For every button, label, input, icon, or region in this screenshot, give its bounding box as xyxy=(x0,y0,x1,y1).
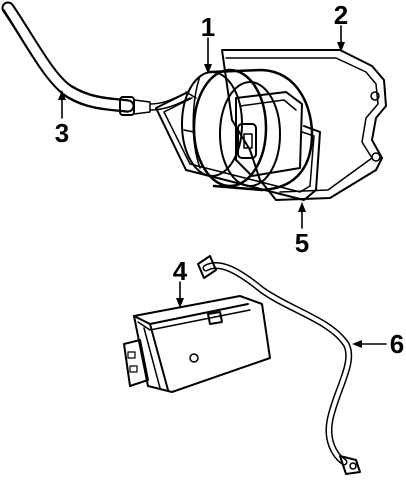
module-part-4 xyxy=(123,295,271,393)
cable-part-3 xyxy=(1,1,191,116)
harness-part-6 xyxy=(197,255,361,475)
callout-1: 1 xyxy=(201,12,215,42)
callout-3: 3 xyxy=(55,118,69,148)
callout-6: 6 xyxy=(390,329,404,359)
bracket-part-2 xyxy=(221,49,387,201)
callout-arrows xyxy=(58,25,387,348)
servo-part-1 xyxy=(155,68,321,201)
callout-2: 2 xyxy=(334,0,348,30)
callout-5: 5 xyxy=(295,228,309,258)
callout-4: 4 xyxy=(173,256,188,286)
